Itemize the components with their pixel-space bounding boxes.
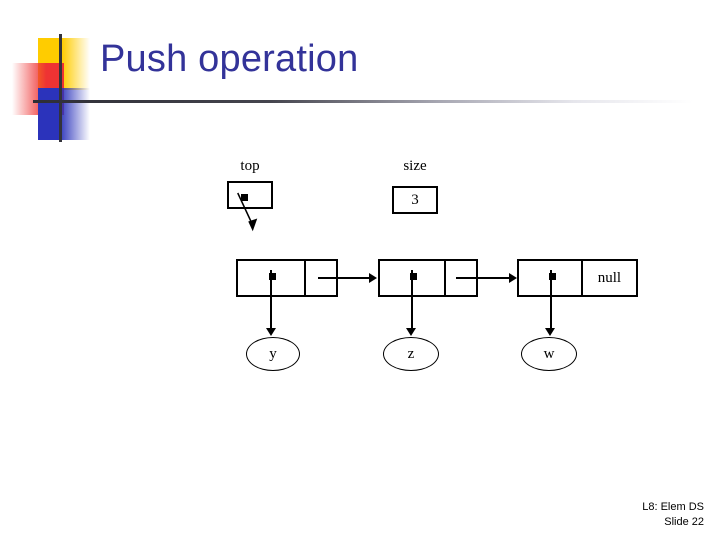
size-label: size	[403, 158, 427, 174]
footer-lecture-label: L8: Elem DS	[642, 501, 704, 514]
top-to-node-arrow	[237, 192, 258, 232]
null-label: null	[597, 269, 622, 286]
slide-footer: L8: Elem DS Slide 22	[642, 500, 704, 530]
slide-decoration	[0, 0, 160, 142]
top-pointer-dot	[241, 194, 248, 201]
top-label: top	[240, 158, 260, 174]
list-node-1-data-cell	[238, 261, 306, 295]
list-node-3-data-cell	[519, 261, 583, 295]
list-node-1-next-line	[318, 277, 370, 279]
list-node-3-value-line	[550, 270, 552, 330]
footer-slide-number: Slide 22	[664, 516, 704, 529]
page-title: Push operation	[100, 38, 359, 80]
list-node-3-value-arrowhead	[545, 328, 555, 336]
list-node-3-next-cell: null	[583, 261, 636, 295]
size-value: 3	[411, 191, 419, 208]
decoration-cross-vertical	[59, 34, 62, 142]
list-node-3: null	[517, 259, 638, 297]
title-divider-rule	[33, 100, 693, 103]
list-node-3-data-dot	[549, 273, 556, 280]
value-ellipse-y: y	[246, 337, 300, 371]
list-node-2-next-line	[456, 277, 510, 279]
decoration-square-blue	[38, 88, 90, 140]
value-ellipse-z: z	[383, 337, 439, 371]
list-node-1-value-arrowhead	[266, 328, 276, 336]
list-node-2-data-cell	[380, 261, 446, 295]
list-node-1-value-line	[270, 270, 272, 330]
list-node-2-value-line	[411, 270, 413, 330]
size-value-box: 3	[392, 186, 438, 214]
list-node-1-data-dot	[269, 273, 276, 280]
list-node-1-next-arrowhead	[369, 273, 377, 283]
value-ellipse-w: w	[521, 337, 577, 371]
list-node-2-next-arrowhead	[509, 273, 517, 283]
list-node-2-value-arrowhead	[406, 328, 416, 336]
top-pointer-box	[227, 181, 273, 209]
list-node-2-data-dot	[410, 273, 417, 280]
